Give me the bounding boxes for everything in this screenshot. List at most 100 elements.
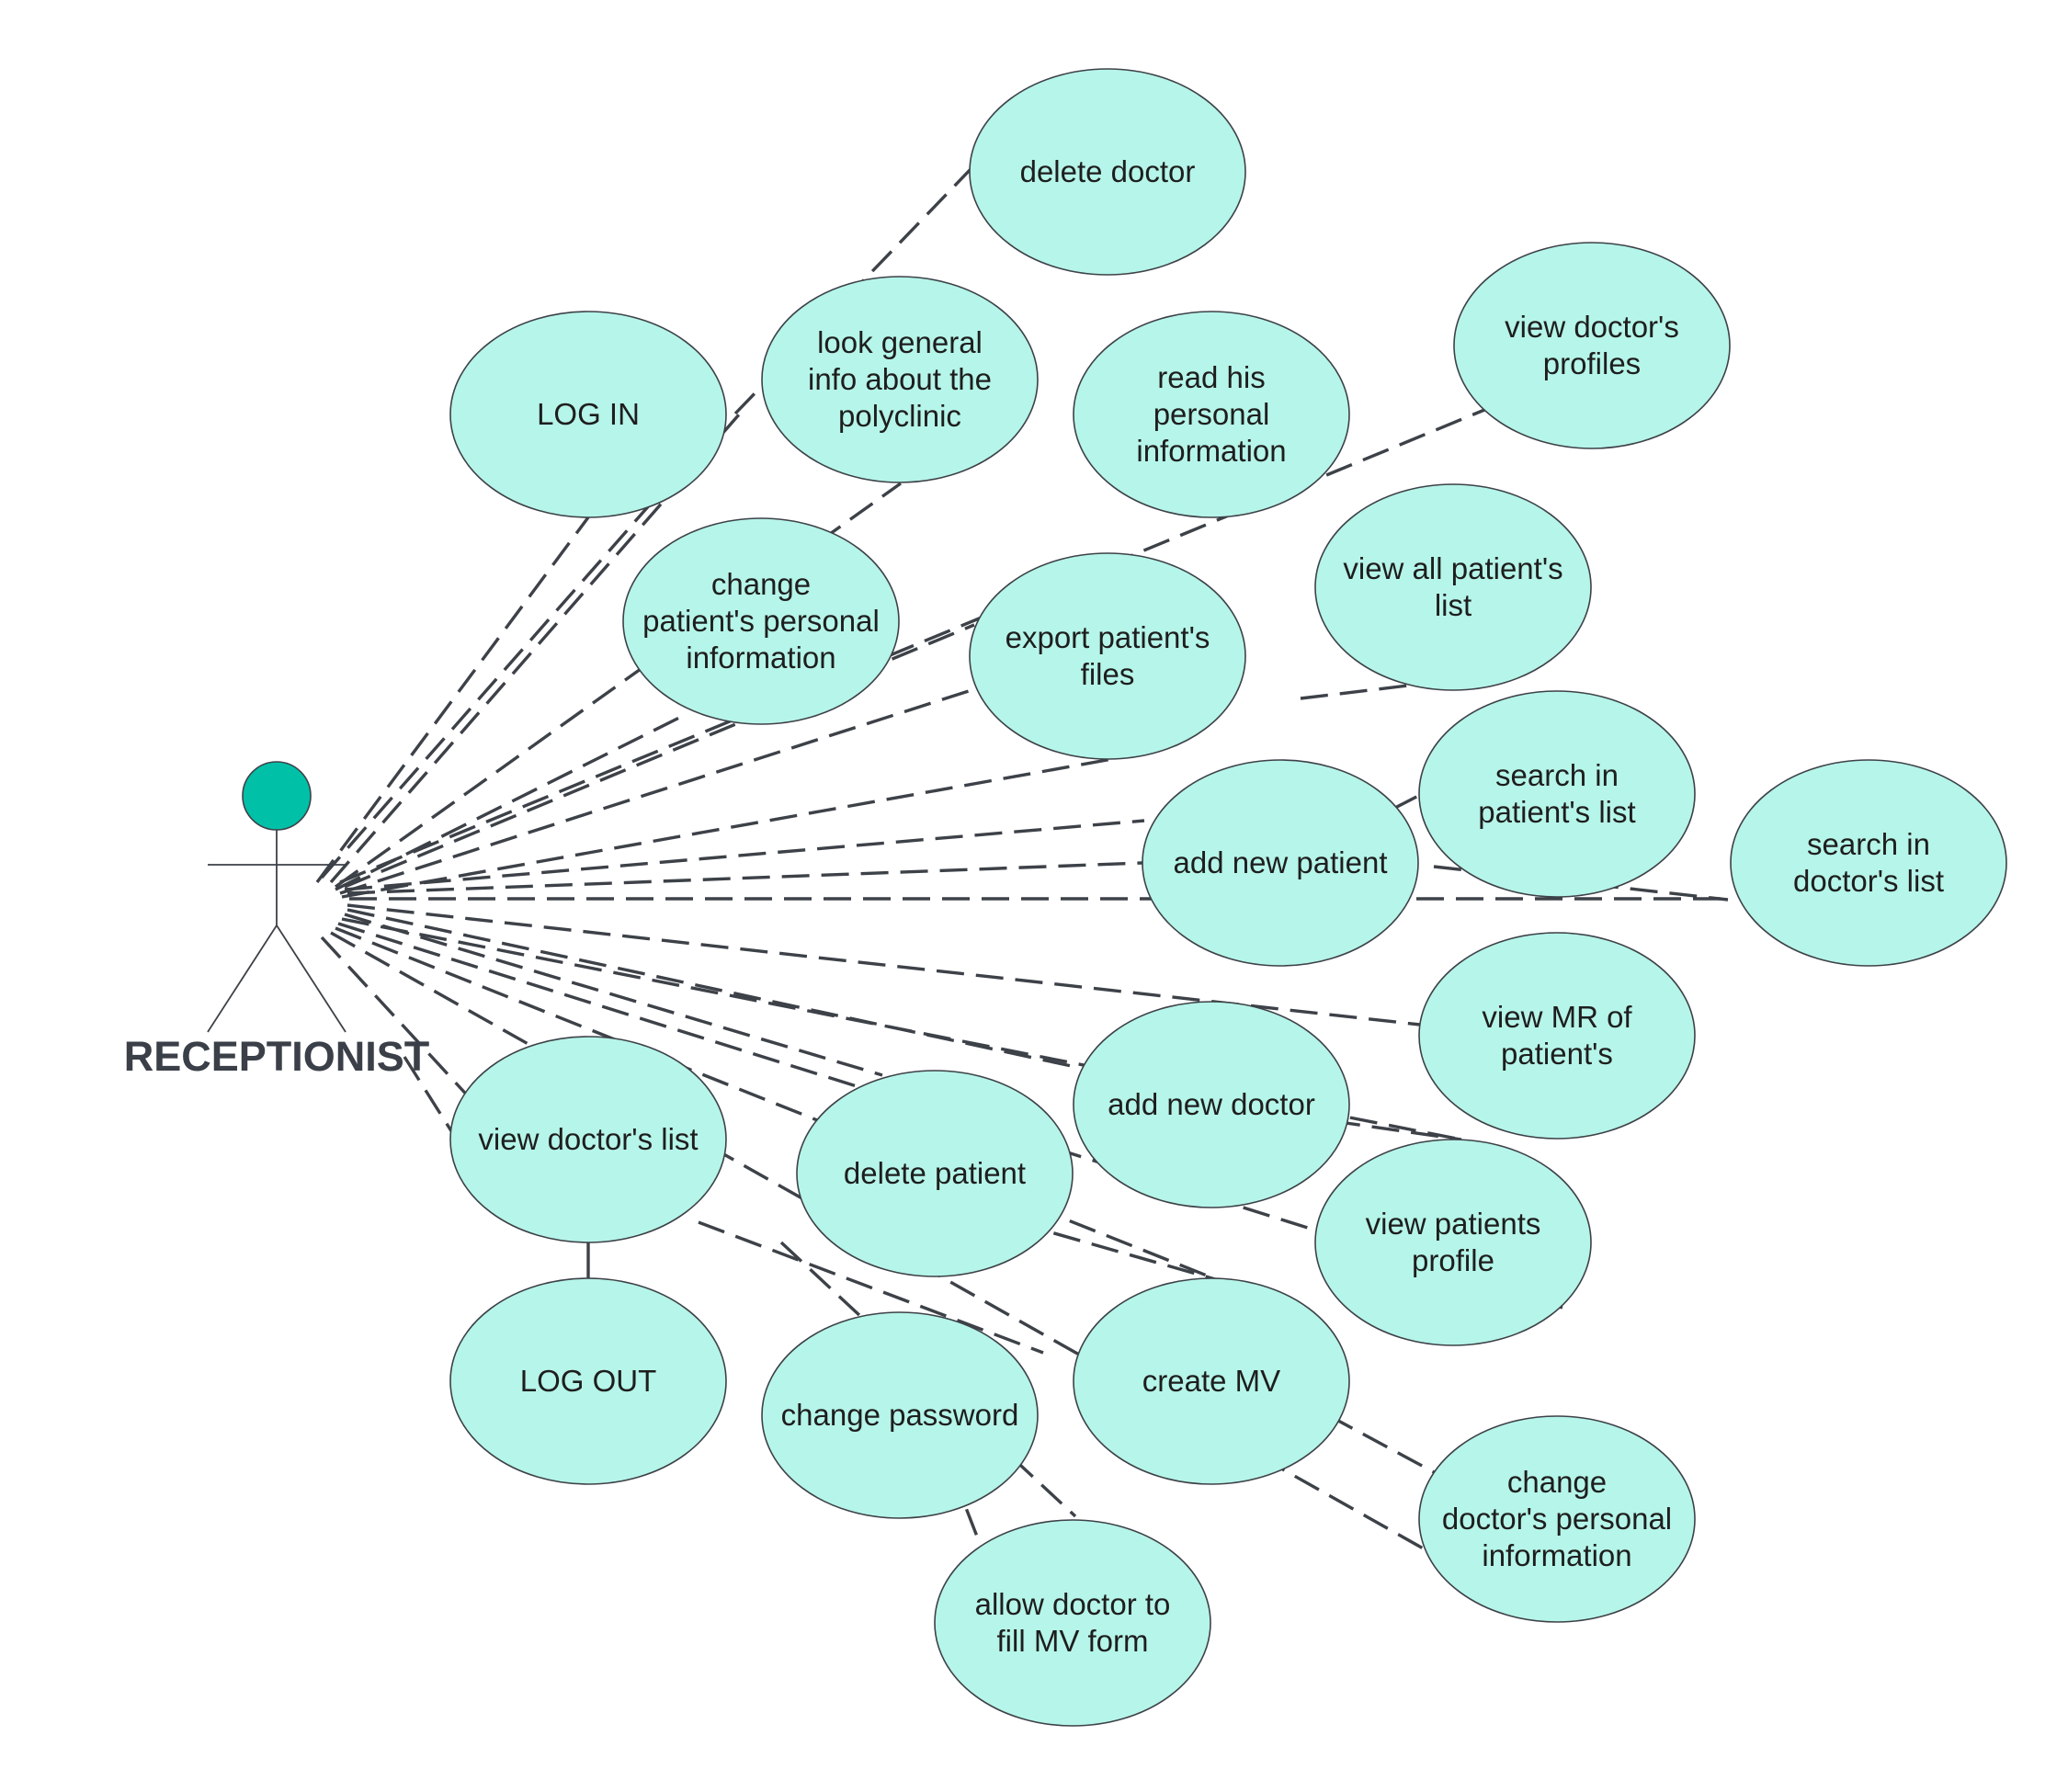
association-line — [344, 819, 1145, 891]
use-case-ellipse — [934, 1519, 1211, 1727]
association-line — [320, 936, 484, 1114]
use-case-ellipse — [449, 1277, 727, 1485]
use-case-label: search in — [1807, 827, 1930, 861]
use-case-label: delete doctor — [1020, 154, 1196, 188]
association-line — [1300, 683, 1416, 700]
use-case-label: add new doctor — [1108, 1087, 1315, 1121]
association-line — [698, 1220, 1044, 1355]
use-case-label: patient's personal — [642, 604, 880, 638]
use-case-ellipse — [1730, 759, 2007, 967]
use-case-ellipse — [1314, 483, 1592, 691]
use-case-label: view all patient's — [1343, 551, 1562, 585]
use-case-label: LOG IN — [537, 397, 640, 431]
association-line — [344, 913, 883, 1077]
use-case-ellipse — [796, 1070, 1074, 1277]
use-case-label: allow doctor to — [975, 1587, 1171, 1621]
use-case-log-out: LOG OUT — [449, 1277, 727, 1485]
association-line — [347, 861, 1143, 895]
association-line — [339, 687, 975, 895]
use-case-ellipse — [969, 68, 1246, 276]
use-case-label: doctor's list — [1793, 864, 1944, 898]
use-case-ellipse — [1314, 1139, 1592, 1346]
use-case-label: fill MV form — [997, 1624, 1149, 1658]
use-case-create-mv: create MV — [1073, 1277, 1350, 1485]
use-case-label: info about the — [808, 362, 992, 396]
use-case-ellipse — [1073, 1277, 1350, 1485]
use-case-delete-doctor: delete doctor — [969, 68, 1246, 276]
use-case-label: list — [1435, 588, 1471, 622]
association-line — [341, 757, 1113, 899]
use-case-label: doctor's personal — [1442, 1502, 1672, 1536]
use-case-label: change — [1507, 1465, 1607, 1499]
association-line — [1327, 1413, 1437, 1475]
association-line — [347, 908, 1081, 1070]
use-case-label: information — [1136, 434, 1286, 468]
use-case-ellipse — [1142, 759, 1419, 967]
use-case-label: profiles — [1543, 346, 1641, 380]
use-case-label: create MV — [1142, 1364, 1280, 1398]
use-case-view-doctors-list: view doctor's list — [449, 1036, 727, 1243]
use-case-ellipse — [449, 311, 727, 518]
use-case-label: delete patient — [844, 1156, 1026, 1190]
use-case-label: personal — [1153, 397, 1270, 431]
use-case-label: profile — [1412, 1243, 1494, 1277]
use-case-ellipse — [969, 552, 1246, 760]
use-case-label: polyclinic — [838, 399, 961, 433]
use-case-log-in: LOG IN — [449, 311, 727, 518]
use-case-label: view doctor's list — [478, 1122, 698, 1156]
use-case-label: change password — [781, 1398, 1019, 1432]
association-line — [1332, 1119, 1462, 1141]
actor-label: RECEPTIONIST — [124, 1033, 430, 1080]
association-line — [320, 502, 653, 879]
use-case-label: files — [1081, 657, 1135, 691]
use-case-label: patient's list — [1478, 795, 1635, 829]
use-case-label: LOG OUT — [520, 1364, 657, 1398]
use-case-label: view MR of — [1482, 1000, 1632, 1034]
use-case-change-password: change password — [761, 1311, 1039, 1519]
association-line — [335, 713, 686, 891]
association-line — [347, 903, 1421, 1026]
use-case-label: add new patient — [1173, 845, 1387, 879]
use-case-label: change — [711, 567, 811, 601]
actor-right-leg — [276, 924, 347, 1033]
use-case-label: information — [686, 641, 835, 675]
use-case-label: export patient's — [1006, 620, 1210, 654]
use-case-label: information — [1482, 1538, 1631, 1572]
use-case-ellipse — [761, 276, 1039, 483]
actor-left-leg — [207, 924, 278, 1033]
use-case-ellipse — [1418, 932, 1696, 1140]
use-case-ellipse — [1453, 242, 1731, 449]
use-case-add-new-doctor: add new doctor — [1073, 1001, 1350, 1208]
use-case-ellipse — [1418, 1415, 1696, 1623]
use-case-add-new-patient: add new patient — [1142, 759, 1419, 967]
use-case-label: patient's — [1501, 1037, 1613, 1071]
use-case-label: read his — [1157, 360, 1265, 394]
actor-head-icon — [242, 761, 312, 831]
use-case-ellipse — [622, 517, 900, 725]
use-case-label: search in — [1495, 758, 1619, 792]
use-case-ellipse — [449, 1036, 727, 1243]
use-case-ellipse — [1073, 1001, 1350, 1208]
use-case-delete-patient: delete patient — [796, 1070, 1074, 1277]
use-case-label: view doctor's — [1505, 310, 1679, 344]
association-line — [315, 516, 590, 884]
association-line — [1015, 1220, 1216, 1281]
use-case-ellipse — [1073, 311, 1350, 518]
use-case-ellipse — [761, 1311, 1039, 1519]
use-case-ellipse — [1418, 690, 1696, 898]
use-case-label: view patients — [1366, 1207, 1541, 1241]
